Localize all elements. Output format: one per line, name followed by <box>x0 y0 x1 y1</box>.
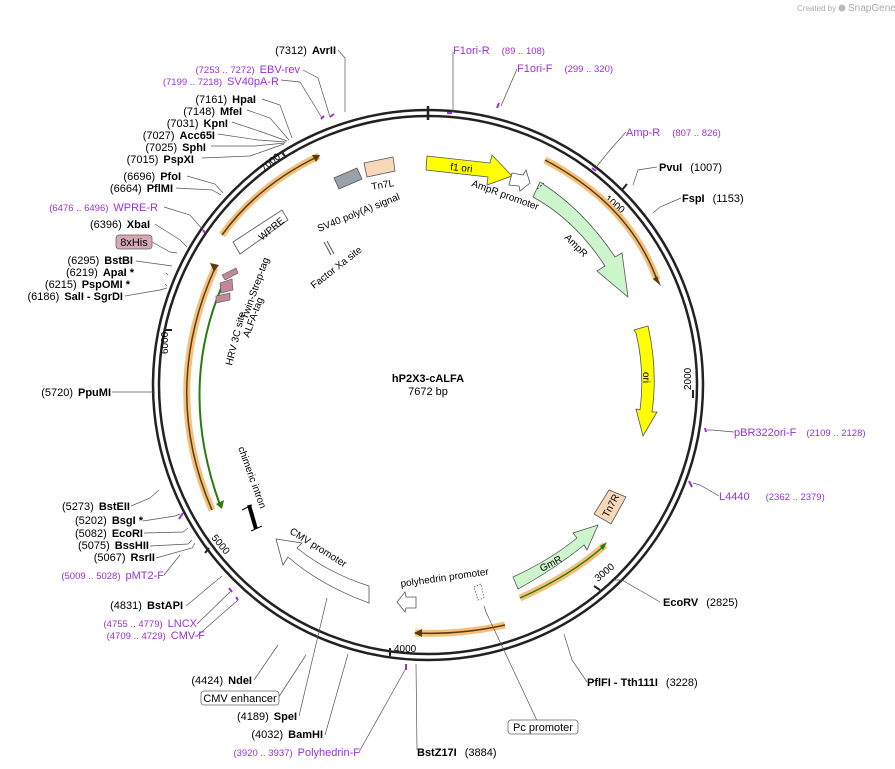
label-pc-promoter[interactable]: Pc promoter <box>507 719 579 735</box>
site-ecori[interactable]: (5082)EcoRI <box>75 528 143 540</box>
site-pflmi[interactable]: (6664)PflMI <box>110 183 173 195</box>
sites-right: PvuI(1007) FspI(1153) EcoRV(2825) PflFI … <box>417 162 744 759</box>
feature-f1-ori[interactable]: f1 ori <box>425 154 513 186</box>
feature-polyhedrin-promoter[interactable]: polyhedrin promoter <box>400 567 490 601</box>
site-apai[interactable]: (6219)ApaI * <box>66 267 135 279</box>
credit-prefix: Created by <box>797 4 836 13</box>
primer-l4440[interactable]: L4440(2362 .. 2379) <box>719 491 825 503</box>
svg-text:GmR: GmR <box>538 554 564 575</box>
left-green-arrowhead <box>216 500 224 509</box>
site-pfoi[interactable]: (6696)PfoI <box>123 171 181 183</box>
site-bstbi[interactable]: (6295)BstBI <box>67 255 133 267</box>
feature-ampr-orf <box>544 159 658 281</box>
site-pvui[interactable]: PvuI(1007) <box>659 162 722 174</box>
tick-label-4000: 4000 <box>394 644 417 655</box>
site-pflfi-tth111i[interactable]: PflFI - Tth111I(3228) <box>587 677 698 689</box>
feature-chimeric-intron[interactable]: chimeric intron <box>235 445 268 532</box>
site-pspxi[interactable]: (7015)PspXI <box>127 154 194 166</box>
site-hpai[interactable]: (7161)HpaI <box>195 94 256 106</box>
sites-left: (7312)AvrII (7161)HpaI (7148)MfeI (7031)… <box>28 45 336 741</box>
primer-cmv-f[interactable]: (4709 .. 4729)CMV-F <box>107 630 206 642</box>
plasmid-length: 7672 bp <box>408 386 448 398</box>
leader-lines <box>112 49 735 753</box>
snapgene-credit: Created by SnapGene <box>797 3 895 14</box>
site-spei[interactable]: (4189)SpeI <box>237 711 297 723</box>
site-rsrii[interactable]: (5067)RsrII <box>94 552 155 564</box>
primer-wpre-r[interactable]: (6476 .. 6496)WPRE-R <box>49 202 158 214</box>
credit-brand: SnapGene <box>848 3 895 14</box>
snapgene-logo-icon <box>838 4 846 12</box>
feature-tn7r[interactable]: Tn7R <box>593 489 627 525</box>
site-ecorv[interactable]: EcoRV(2825) <box>663 597 738 609</box>
site-bsgi[interactable]: (5202)BsgI * <box>75 515 144 527</box>
primer-marks <box>178 102 707 670</box>
label-cmv-enhancer[interactable]: CMV enhancer <box>200 690 280 706</box>
svg-text:CMV enhancer: CMV enhancer <box>203 693 277 705</box>
feature-tags[interactable] <box>215 267 239 304</box>
site-mfei[interactable]: (7148)MfeI <box>183 106 242 118</box>
site-bsteii[interactable]: (5273)BstEII <box>62 501 130 513</box>
primer-ebv-rev[interactable]: (7253 .. 7272)EBV-rev <box>195 64 300 76</box>
feature-ori[interactable]: ori <box>633 325 658 438</box>
feature-bottom-orf <box>414 624 506 635</box>
primer-f1ori-r[interactable]: F1ori-R(89 .. 108) <box>453 45 545 57</box>
site-kpni[interactable]: (7031)KpnI <box>167 118 228 130</box>
feature-left-green-orf <box>198 285 223 506</box>
site-ppumi[interactable]: (5720)PpuMI <box>41 387 111 399</box>
site-ndei[interactable]: (4424)NdeI <box>191 675 252 687</box>
wpre-orf-arrowhead <box>312 155 320 162</box>
feature-left-orf <box>186 267 216 511</box>
backbone-inner <box>157 114 699 656</box>
primer-polyhedrin-f[interactable]: (3920 .. 3937)Polyhedrin-F <box>233 747 360 759</box>
label-8xhis[interactable]: 8xHis <box>115 234 153 250</box>
feature-factor-xa-mark <box>323 241 332 256</box>
primer-labels: (7253 .. 7272)EBV-rev (7199 .. 7218)SV40… <box>49 45 865 759</box>
feature-factor-xa-label: Factor Xa site <box>309 244 365 291</box>
svg-text:8xHis: 8xHis <box>120 237 148 249</box>
feature-wpre-orf <box>221 155 320 236</box>
site-fspi[interactable]: FspI(1153) <box>682 193 744 205</box>
svg-text:Pc promoter: Pc promoter <box>513 722 573 734</box>
primer-lncx[interactable]: (4755 .. 4779)LNCX <box>104 618 198 630</box>
site-sali-sgrdi[interactable]: (6186)SalI - SgrDI <box>28 291 123 303</box>
site-sphi[interactable]: (7025)SphI <box>145 142 206 154</box>
primer-pbr322ori-f[interactable]: pBR322ori-F(2109 .. 2128) <box>734 427 866 439</box>
tick-marks <box>164 151 694 656</box>
site-bsshii[interactable]: (5075)BssHII <box>78 540 149 552</box>
feature-small-arrow <box>396 591 417 613</box>
site-pspomi[interactable]: (6215)PspOMI * <box>45 279 131 291</box>
ampr-orf-arrowhead <box>653 276 661 286</box>
svg-text:ori: ori <box>640 372 651 383</box>
site-bamhi[interactable]: (4032)BamHI <box>251 729 323 741</box>
site-xbai[interactable]: (6396)XbaI <box>90 219 150 231</box>
left-orf-arrowhead <box>210 263 219 272</box>
tick-label-6000: 6000 <box>160 331 171 354</box>
primer-pmt2-f[interactable]: (5009 .. 5028)pMT2-F <box>61 570 164 582</box>
gmr-orf-arrowhead <box>600 542 607 550</box>
site-bstz17i[interactable]: BstZ17I(3884) <box>417 747 497 759</box>
tick-label-2000: 2000 <box>683 367 694 390</box>
svg-text:SV40 poly(A) signal: SV40 poly(A) signal <box>316 192 402 235</box>
site-bstapi[interactable]: (4831)BstAPI <box>110 600 183 612</box>
site-avrii[interactable]: (7312)AvrII <box>275 45 336 57</box>
svg-text:AmpR promoter: AmpR promoter <box>470 178 541 213</box>
primer-amp-r[interactable]: Amp-R(807 .. 826) <box>626 127 721 139</box>
feature-tn7l[interactable]: Tn7L <box>363 156 396 193</box>
bottom-orf-arrowhead <box>414 629 422 637</box>
primer-f1ori-f[interactable]: F1ori-F(299 .. 320) <box>517 63 613 75</box>
svg-text:f1 ori: f1 ori <box>450 162 473 175</box>
primer-sv40pa-r[interactable]: (7199 .. 7218)SV40pA-R <box>163 76 279 88</box>
feature-cmv-promoter[interactable]: CMV promoter <box>275 526 370 604</box>
plasmid-name: hP2X3-cALFA <box>392 373 464 385</box>
site-acc65i[interactable]: (7027)Acc65I <box>143 130 215 142</box>
svg-text:chimeric intron: chimeric intron <box>235 445 268 510</box>
svg-text:Tn7L: Tn7L <box>371 178 396 193</box>
feature-gmr-orf <box>519 544 606 599</box>
